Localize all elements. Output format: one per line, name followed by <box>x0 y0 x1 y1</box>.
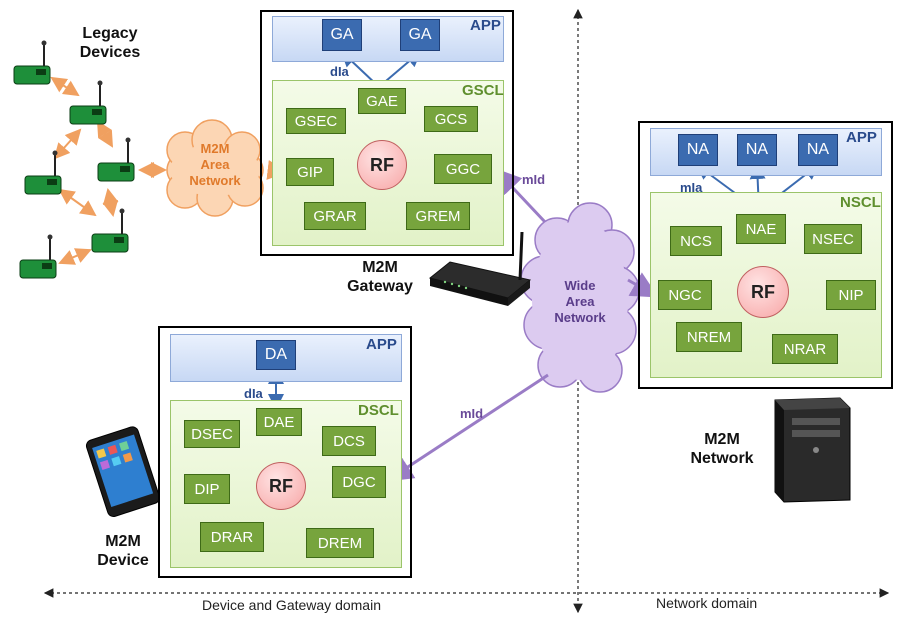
device-scl-label: DSCL <box>358 402 399 419</box>
network-scl-label: NSCL <box>840 194 881 211</box>
network-frame <box>638 121 893 389</box>
device-drar: DRAR <box>200 522 264 552</box>
area-network-line3: Network <box>189 173 241 188</box>
network-title: M2M Network <box>672 430 772 468</box>
device-rf: RF <box>256 462 306 510</box>
gateway-gsec: GSEC <box>286 108 346 134</box>
area-network-line1: M2M <box>200 141 230 156</box>
wan-line2: Area <box>565 294 595 309</box>
network-nae: NAE <box>736 214 786 244</box>
mid-label-bottom: mId <box>460 406 484 421</box>
network-mia-label: mIa <box>680 180 703 195</box>
legacy-title-line2: Devices <box>79 44 141 61</box>
network-app-na-3: NA <box>798 134 838 166</box>
device-dgc: DGC <box>332 466 386 498</box>
network-title-line1: M2M <box>704 431 740 448</box>
mid-link-device <box>385 373 549 482</box>
domain-left-label: Device and Gateway domain <box>202 597 381 613</box>
gateway-app-label: APP <box>470 17 501 34</box>
gateway-scl-label: GSCL <box>462 82 504 99</box>
gateway-app-ga-2: GA <box>400 19 440 51</box>
legacy-title-line1: Legacy <box>82 25 138 42</box>
network-app-na-2: NA <box>737 134 777 166</box>
gateway-title-line2: Gateway <box>347 278 413 295</box>
device-dcs: DCS <box>322 426 376 456</box>
gateway-title: M2M Gateway <box>330 258 430 296</box>
tablet-image <box>85 426 160 518</box>
legacy-device-sensors <box>13 40 135 279</box>
mid-label-top: mId <box>522 172 546 187</box>
legacy-links <box>50 76 167 265</box>
device-title-line1: M2M <box>105 533 141 550</box>
network-title-line2: Network <box>690 450 754 467</box>
gateway-app-band <box>272 16 504 62</box>
server-image <box>774 397 851 503</box>
gateway-dia-label: dIa <box>330 64 349 79</box>
gateway-ggc: GGC <box>434 154 492 184</box>
network-rf: RF <box>737 266 789 318</box>
network-app-na-1: NA <box>678 134 718 166</box>
legacy-devices-title: Legacy Devices <box>70 24 150 62</box>
gateway-title-line1: M2M <box>362 259 398 276</box>
device-dip: DIP <box>184 474 230 504</box>
router-image <box>428 231 532 306</box>
device-drem: DREM <box>306 528 374 558</box>
gateway-grar: GRAR <box>304 202 366 230</box>
network-nrem: NREM <box>676 322 742 352</box>
mid-link-gateway <box>493 167 547 224</box>
network-app-label: APP <box>846 129 877 146</box>
gateway-app-ga-1: GA <box>322 19 362 51</box>
area-network-line2: Area <box>200 157 230 172</box>
area-network-cloud <box>166 119 264 217</box>
network-nip: NIP <box>826 280 876 310</box>
wan-line1: Wide <box>564 278 596 293</box>
device-frame <box>158 326 412 578</box>
gateway-gae: GAE <box>358 88 406 114</box>
domain-right-label: Network domain <box>656 595 758 611</box>
device-dae: DAE <box>256 408 302 436</box>
wan-line3: Network <box>554 310 606 325</box>
device-title: M2M Device <box>78 532 168 570</box>
gateway-grem: GREM <box>406 202 470 230</box>
gateway-gcs: GCS <box>424 106 478 132</box>
area-network-label: M2M Area Network <box>180 141 250 189</box>
gateway-gip: GIP <box>286 158 334 186</box>
network-ngc: NGC <box>658 280 712 310</box>
wide-area-network-label: Wide Area Network <box>548 278 612 326</box>
network-nrar: NRAR <box>772 334 838 364</box>
device-title-line2: Device <box>97 552 149 569</box>
gateway-frame <box>260 10 514 256</box>
device-app-da: DA <box>256 340 296 370</box>
gateway-rf: RF <box>357 140 407 190</box>
device-dsec: DSEC <box>184 420 240 448</box>
device-app-label: APP <box>366 336 397 353</box>
network-ncs: NCS <box>670 226 722 256</box>
network-nsec: NSEC <box>804 224 862 254</box>
wide-area-network-cloud <box>520 202 640 393</box>
device-dia-label: dIa <box>244 386 263 401</box>
